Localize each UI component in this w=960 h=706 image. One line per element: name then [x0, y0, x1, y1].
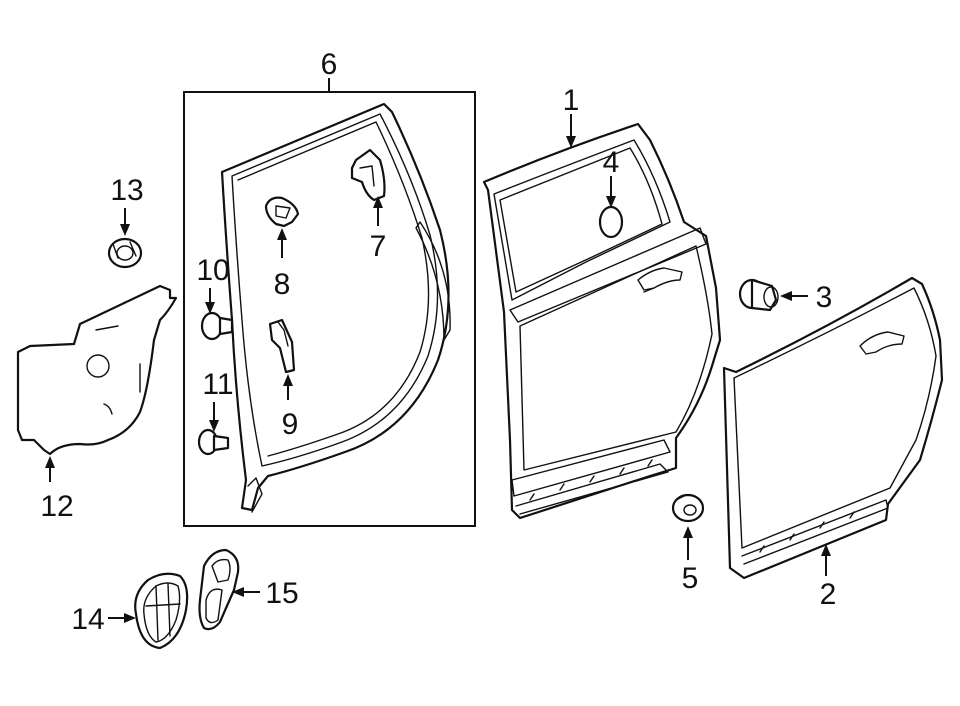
clip-part-8 [264, 196, 300, 228]
callout-8: 8 [274, 268, 291, 301]
callout-3: 3 [816, 281, 833, 314]
callout-1: 1 [563, 84, 580, 117]
water-shield-part-12 [16, 284, 178, 456]
callout-10: 10 [196, 254, 229, 287]
leader-lines [45, 78, 831, 623]
part-15-cover [198, 548, 240, 631]
door-shell-part-1 [482, 122, 722, 520]
outer-skin-part-2 [722, 276, 944, 580]
callout-13: 13 [110, 174, 143, 207]
callout-6: 6 [321, 48, 338, 81]
retainer-clip-part-7 [350, 148, 386, 202]
callout-9: 9 [282, 408, 299, 441]
bracket-part-9 [268, 318, 296, 374]
bumper-part-3 [738, 278, 779, 312]
nut-part-5 [671, 493, 705, 523]
part-14-cover [134, 572, 189, 650]
door-weatherstrip [220, 102, 451, 513]
grommet-part-13 [107, 237, 143, 269]
callout-7: 7 [370, 230, 387, 263]
push-clip-part-10 [200, 311, 234, 341]
plug-part-4 [598, 205, 624, 239]
push-clip-part-11 [197, 428, 230, 456]
callout-12: 12 [40, 490, 73, 523]
callout-14: 14 [71, 603, 104, 636]
callout-11: 11 [202, 368, 233, 401]
callout-15: 15 [265, 577, 298, 610]
callout-2: 2 [820, 578, 837, 611]
callout-5: 5 [682, 562, 699, 595]
callout-4: 4 [603, 146, 620, 179]
